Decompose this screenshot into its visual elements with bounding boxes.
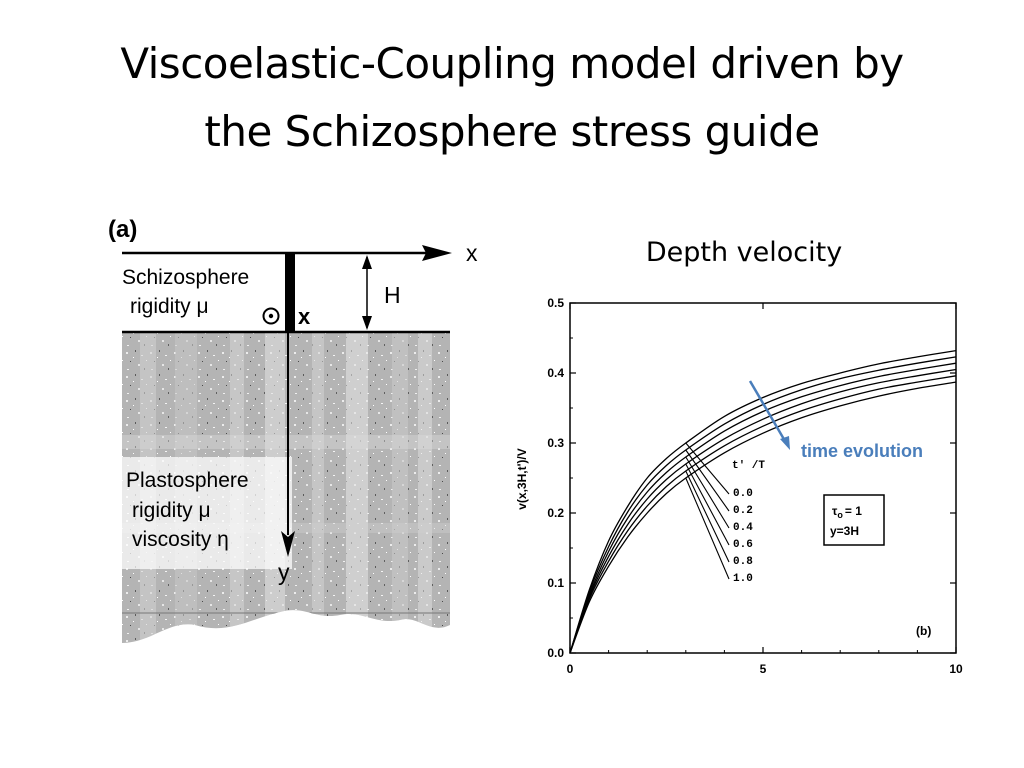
series-line-0.8 [569, 375, 957, 654]
slide-title-line-1: Viscoelastic-Coupling model driven by [120, 39, 904, 88]
fault-bar [285, 253, 295, 333]
plot-frame [569, 302, 957, 654]
out-of-plane-icon [262, 307, 280, 325]
legend-leader [685, 456, 730, 529]
thickness-label: H [384, 282, 401, 308]
time-evolution-arrow [748, 380, 787, 442]
x-tick-label: 0 [567, 662, 574, 676]
schizosphere-property: rigidity μ [130, 295, 209, 318]
time-evolution-arrowhead [780, 436, 790, 450]
series-line-0.4 [569, 362, 957, 654]
series-lines [569, 349, 957, 654]
y-axis-arrowhead [281, 531, 295, 557]
y-tick-label: 0.5 [547, 296, 564, 310]
y-tick-label: 0.4 [547, 366, 564, 380]
legend-leader [685, 463, 730, 546]
y-tick-label: 0.2 [547, 506, 564, 520]
legend-item-0.2: 0.2 [733, 505, 753, 517]
time-evolution-label: time evolution [801, 441, 923, 461]
thickness-arrow-top [362, 255, 372, 269]
axis-ticks: 0.0 0.1 0.2 0.3 0.4 0.5 0 5 10 [547, 296, 963, 676]
y-tick-label: 0.3 [547, 436, 564, 450]
figure-a-schematic: x y H x (a) Schizosphere rigidity μ Plas… [108, 216, 478, 643]
figure-b-chart: Depth velocity 0.0 0.1 0.2 0.3 0.4 0.5 0 5 10 v(… [515, 237, 963, 676]
y-tick-label: 0.1 [547, 576, 564, 590]
legend-leader [685, 442, 730, 495]
x-axis-label: x [466, 240, 478, 266]
legend: 0.0 0.2 0.4 0.6 0.8 1.0 [733, 488, 753, 585]
x-tick-label: 5 [760, 662, 767, 676]
x-tick-label: 10 [949, 662, 963, 676]
out-of-plane-label: x [298, 304, 311, 329]
series-line-0.6 [569, 368, 957, 654]
plastosphere-name: Plastosphere [126, 469, 249, 492]
plastosphere-block [122, 332, 450, 643]
legend-item-0.6: 0.6 [733, 539, 753, 551]
legend-item-0.0: 0.0 [733, 488, 753, 500]
slide-title-line-2: the Schizosphere stress guide [204, 107, 820, 156]
params-box [823, 494, 885, 546]
legend-leader-lines [685, 442, 730, 580]
chart-title: Depth velocity [646, 237, 842, 268]
slide-title: Viscoelastic-Coupling model driven by th… [0, 30, 1024, 166]
series-line-0.2 [569, 356, 957, 654]
series-line-1.0 [569, 381, 957, 654]
x-axis-arrowhead [422, 245, 452, 261]
legend-title: t' /T [732, 460, 765, 472]
plastosphere-viscosity: viscosity η [132, 528, 229, 551]
y-axis-label: y [278, 559, 290, 585]
panel-label-b: (b) [916, 624, 931, 638]
params-tau: τo= 1 [832, 504, 862, 520]
legend-leader [685, 470, 730, 563]
legend-leader [685, 477, 730, 580]
legend-item-0.8: 0.8 [733, 556, 753, 568]
plastosphere-rigidity: rigidity μ [132, 499, 211, 522]
legend-item-0.4: 0.4 [733, 522, 753, 534]
legend-item-1.0: 1.0 [733, 573, 753, 585]
params-y: y=3H [830, 524, 859, 538]
y-axis-title: v(x,3H,t')/V [515, 448, 529, 510]
legend-leader [685, 449, 730, 512]
y-tick-label: 0.0 [547, 646, 564, 660]
panel-label-a: (a) [108, 216, 137, 243]
thickness-arrow-bottom [362, 316, 372, 330]
series-line-0.0 [569, 349, 957, 654]
schizosphere-name: Schizosphere [122, 266, 249, 289]
